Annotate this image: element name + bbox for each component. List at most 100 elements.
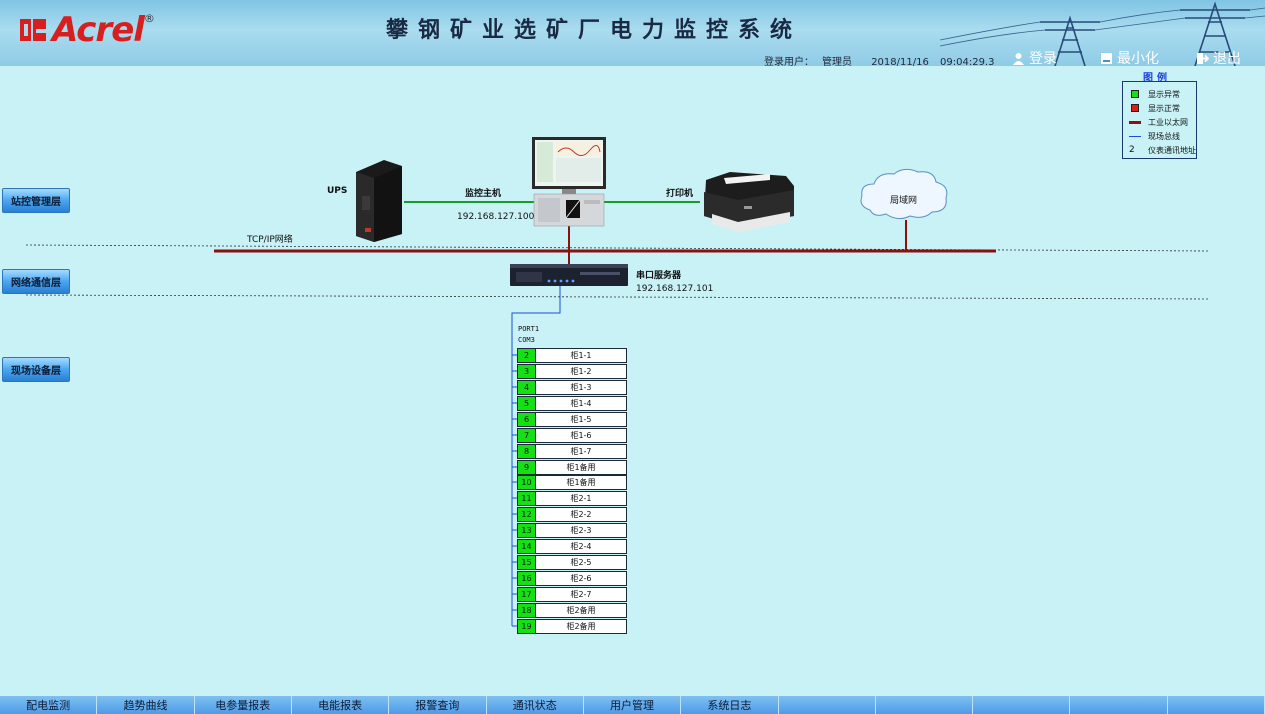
nav-item[interactable]: 趋势曲线 [97,696,195,714]
legend-item: 工业以太网 [1128,116,1188,128]
monitoring-host-icon [532,137,606,227]
device-address-badge: 19 [518,620,536,633]
device-name: 柜1-3 [570,383,592,392]
ups-label: UPS [327,186,348,196]
user-label: 登录用户： [764,57,814,66]
nav-item[interactable] [779,696,876,714]
user-icon [1012,52,1025,65]
power-tower-decoration-icon [940,1,1265,66]
legend-item: 显示正常 [1128,102,1180,114]
lan-cloud-icon [860,168,948,220]
logo-registered-mark: ® [143,12,155,25]
nav-item[interactable]: 电参量报表 [195,696,292,714]
minimize-label: 最小化 [1117,51,1159,66]
device-address-badge: 9 [518,461,536,474]
device-name: 柜1备用 [566,478,596,487]
device-row[interactable]: 4 柜1-3 [517,380,627,395]
device-row[interactable]: 3 柜1-2 [517,364,627,379]
device-name: 柜2-6 [570,574,592,583]
printer-label: 打印机 [666,189,694,199]
device-address-badge: 4 [518,381,536,394]
device-row[interactable]: 8 柜1-7 [517,444,627,459]
nav-item[interactable]: 报警查询 [389,696,487,714]
legend-item: 现场总线 [1128,130,1180,142]
legend-box: 显示异常 显示正常 工业以太网 现场总线 2 仪表通讯地址 [1122,81,1197,159]
login-label: 登录 [1029,51,1057,66]
device-name: 柜1-2 [570,367,592,376]
tcpip-label: TCP/IP网络 [247,235,293,245]
fieldbus-line-icon [1128,131,1142,141]
device-name: 柜2-7 [570,590,592,599]
network-layer-button[interactable]: 网络通信层 [2,269,70,294]
device-address-badge: 3 [518,365,536,378]
device-name: 柜2备用 [566,606,596,615]
current-date: 2018/11/16 [871,57,929,66]
device-name: 柜1-5 [570,415,592,424]
station-layer-button[interactable]: 站控管理层 [2,188,70,213]
green-square-icon [1128,89,1142,99]
header-bar: Acrel ® 攀钢矿业选矿厂电力监控系统 登录用户： 管理员 2018/11/1… [0,0,1265,66]
host-ip: 192.168.127.100 [457,212,535,222]
exit-button[interactable]: 退出 [1196,48,1241,66]
device-row[interactable]: 17 柜2-7 [517,587,627,602]
device-address-badge: 15 [518,556,536,569]
page-title: 攀钢矿业选矿厂电力监控系统 [386,17,803,43]
nav-item[interactable]: 系统日志 [681,696,779,714]
device-name: 柜2-1 [570,494,592,503]
minimize-button[interactable]: 最小化 [1100,48,1159,66]
nav-item[interactable] [973,696,1071,714]
login-button[interactable]: 登录 [1012,48,1057,66]
ethernet-line-icon [1128,117,1142,127]
nav-item[interactable]: 通讯状态 [487,696,584,714]
fieldbus-trunk [511,286,561,626]
acrel-logo-mark-icon [18,15,48,45]
device-address-badge: 7 [518,429,536,442]
exit-label: 退出 [1213,51,1241,66]
device-address-badge: 2 [518,349,536,362]
nav-item[interactable] [876,696,974,714]
port-label: PORT1 [518,325,540,333]
nav-item[interactable]: 电能报表 [292,696,390,714]
legend-title: 图例 [1143,73,1171,84]
host-label: 监控主机 [465,189,502,199]
device-address-badge: 13 [518,524,536,537]
legend-item: 2 仪表通讯地址 [1128,144,1196,156]
field-layer-button[interactable]: 现场设备层 [2,357,70,382]
acrel-logo: Acrel ® [18,10,155,50]
legend-label: 显示异常 [1148,89,1180,99]
device-address-badge: 8 [518,445,536,458]
layer-separator-bottom [25,294,1211,300]
lan-label: 局域网 [890,196,918,206]
device-name: 柜1-7 [570,447,592,456]
nav-item[interactable] [1168,696,1265,714]
nav-item[interactable]: 配电监测 [0,696,98,714]
device-address-badge: 14 [518,540,536,553]
serial-server-icon [510,264,628,286]
serial-server-ip: 192.168.127.101 [636,284,714,294]
device-address-badge: 17 [518,588,536,601]
user-name: 管理员 [822,57,852,66]
device-row[interactable]: 10 柜1备用 [517,475,627,490]
nav-item[interactable]: 用户管理 [584,696,682,714]
red-square-icon [1128,103,1142,113]
nav-item[interactable] [1070,696,1168,714]
device-address-badge: 16 [518,572,536,585]
device-row[interactable]: 16 柜2-6 [517,571,627,586]
device-name: 柜1-4 [570,399,592,408]
user-status-bar: 登录用户：管理员 2018/11/16 09:04:29.3 [764,53,1002,66]
device-address-badge: 10 [518,476,536,489]
ups-device-icon [356,160,402,242]
legend-label: 显示正常 [1148,103,1180,113]
